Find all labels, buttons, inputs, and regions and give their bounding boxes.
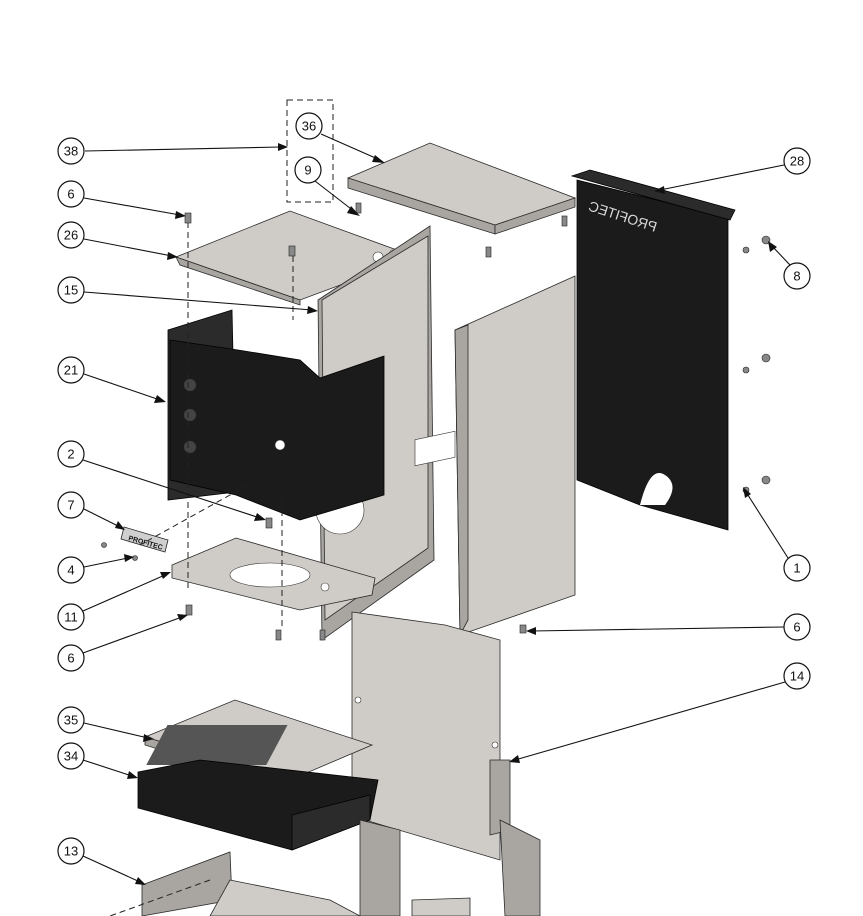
callout-35-label: 35 (64, 713, 78, 728)
callout-4-label: 4 (67, 563, 74, 578)
callout-15: 15 (57, 276, 318, 314)
part-21-front-cover (167, 309, 385, 521)
callout-14: 14 (509, 662, 811, 763)
callout-8: 8 (768, 241, 811, 290)
callout-11: 11 (57, 572, 171, 631)
callout-28-label: 28 (790, 154, 804, 169)
callout-1-label: 1 (793, 561, 800, 576)
callout-34-label: 34 (64, 749, 78, 764)
callout-6-left: 6 (57, 614, 188, 672)
callout-36-label: 36 (302, 119, 316, 134)
callout-9: 9 (294, 156, 360, 216)
part-34-drip-tray (137, 759, 379, 851)
part-28-back-panel: PROFITEC (570, 169, 736, 531)
callout-4: 4 (57, 554, 134, 584)
part-14-lower-panel (351, 611, 541, 916)
callout-15-label: 15 (64, 283, 78, 298)
grid-holes (146, 725, 288, 765)
callout-21-label: 21 (64, 363, 78, 378)
callout-26-label: 26 (64, 228, 78, 243)
callout-13-label: 13 (64, 844, 78, 859)
screws (101, 202, 771, 641)
callout-7: 7 (57, 491, 125, 530)
callout-9-label: 9 (304, 163, 311, 178)
callout-14-label: 14 (790, 669, 804, 684)
callout-13: 13 (57, 837, 146, 885)
part-11-base-plate (171, 537, 376, 611)
part-7-brand-plate: PROFITEC (120, 526, 169, 553)
part-13-lower-panel (141, 819, 471, 916)
callout-6-top-label: 6 (67, 187, 74, 202)
callout-2: 2 (57, 440, 266, 521)
callout-36: 36 (295, 112, 385, 163)
part-36-top-lid (346, 142, 577, 235)
callout-1: 1 (743, 487, 811, 582)
callout-6-right-label: 6 (793, 620, 800, 635)
callout-35: 35 (57, 706, 154, 742)
callout-6-right: 6 (526, 613, 811, 641)
callout-28: 28 (654, 147, 811, 194)
callout-34: 34 (57, 742, 138, 779)
callout-11-label: 11 (64, 610, 78, 625)
callout-21: 21 (57, 356, 166, 403)
callout-6-left-label: 6 (67, 651, 74, 666)
callout-38-label: 38 (64, 144, 78, 159)
callout-6-top: 6 (57, 180, 186, 219)
callout-7-label: 7 (67, 498, 74, 513)
callout-2-label: 2 (67, 447, 74, 462)
callout-8-label: 8 (793, 269, 800, 284)
callout-26: 26 (57, 221, 178, 260)
group-box-38 (286, 99, 334, 203)
assembly-dash-lines (109, 222, 294, 916)
callout-38: 38 (57, 137, 288, 165)
